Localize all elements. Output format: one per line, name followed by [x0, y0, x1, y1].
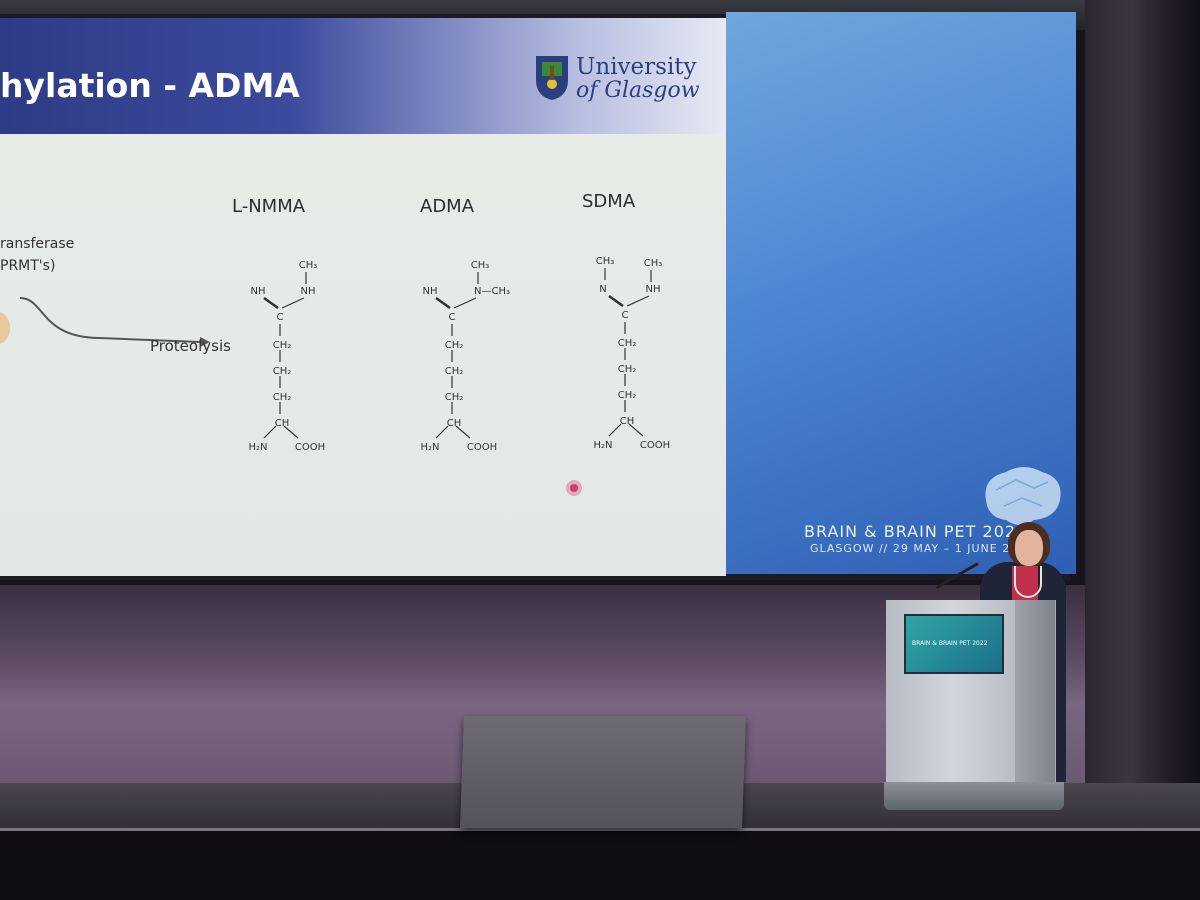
- podium-screen: BRAIN & BRAIN PET 2022: [904, 614, 1004, 674]
- amino-label: H₂N: [248, 442, 267, 453]
- molecule-diagram: CH₃ CH₃ N NH C CH₂ CH₂ CH₂ CH H₂N COOH: [593, 256, 670, 451]
- chain-group-label: CH: [620, 416, 635, 427]
- bond-line: [435, 425, 449, 439]
- molecule-diagram: CH₃ NH NH C CH₂ CH₂ CH₂ CH H₂N COOH: [248, 260, 325, 453]
- bond-line: [263, 296, 279, 310]
- curtain-shadow: [1128, 0, 1200, 790]
- slide-conference-panel: BRAIN & BRAIN PET 202 GLASGOW // 29 MAY …: [726, 12, 1076, 574]
- bond-line: [453, 297, 477, 309]
- slide-title: hylation - ADMA: [0, 66, 300, 105]
- amine-label-left: N: [599, 284, 606, 295]
- bond-line: [283, 425, 299, 439]
- chain-group-label: CH₂: [273, 340, 292, 351]
- carboxyl-label: COOH: [467, 442, 497, 453]
- slide-header: [0, 18, 726, 134]
- amine-label-left: NH: [423, 286, 438, 297]
- proteolysis-label: Proteolysis: [150, 337, 231, 355]
- amine-label-right: NH: [301, 286, 316, 297]
- carboxyl-label: COOH: [295, 442, 325, 453]
- molecule-name-sdma: SDMA: [582, 191, 636, 212]
- methyl-label-top: CH₃: [644, 258, 663, 269]
- methyl-label-left: CH₃: [596, 256, 615, 267]
- bond-line: [281, 297, 305, 309]
- enzyme-label: ransferase: [0, 236, 75, 252]
- speaker-lanyard: [1014, 566, 1042, 598]
- brain-logo-icon: [985, 467, 1061, 525]
- amine-methyl-label: N—CH₃: [474, 286, 510, 297]
- chain-group-label: CH₂: [618, 390, 637, 401]
- chain-group-label: CH₂: [273, 392, 292, 403]
- bond-line: [263, 425, 277, 439]
- methyl-label-top: CH₃: [471, 260, 490, 271]
- molecule-name-adma: ADMA: [420, 196, 475, 217]
- university-crest-icon: [536, 56, 568, 100]
- bond-line: [608, 423, 622, 437]
- chain-group-label: CH₂: [445, 392, 464, 403]
- amino-label: H₂N: [420, 442, 439, 453]
- university-name-line1: University: [576, 54, 697, 80]
- bond-line: [608, 294, 624, 308]
- molecule-structure-sdma: CH₃ CH₃ N NH C CH₂ CH₂ CH₂ CH H₂N COOH: [585, 234, 705, 451]
- chain-group-label: CH₂: [273, 366, 292, 377]
- stage-monitor: [460, 716, 746, 828]
- conference-dates: GLASGOW // 29 MAY – 1 JUNE 20: [810, 542, 1019, 555]
- central-carbon-label: C: [449, 312, 456, 323]
- amino-label: H₂N: [593, 440, 612, 451]
- podium-base: [884, 782, 1064, 810]
- chain-group-label: CH: [447, 418, 462, 429]
- podium-side: [1015, 600, 1055, 790]
- stage-edge: [0, 828, 1200, 831]
- university-name-line2: of Glasgow: [576, 78, 700, 103]
- amine-label-left: NH: [251, 286, 266, 297]
- speaker-face: [1015, 530, 1043, 566]
- chain-group-label: CH₂: [618, 364, 637, 375]
- molecule-structure-lnmma: CH₃ NH NH C CH₂ CH₂ CH₂ CH H₂N COOH: [240, 236, 360, 453]
- chain-group-label: CH: [275, 418, 290, 429]
- amine-label-right: NH: [646, 284, 661, 295]
- conference-name: BRAIN & BRAIN PET 202: [804, 522, 1017, 541]
- chain-group-label: CH₂: [445, 340, 464, 351]
- bond-line: [628, 423, 644, 437]
- molecule-structure-adma: CH₃ NH N—CH₃ C CH₂ CH₂ CH₂ CH H₂N COOH: [412, 236, 532, 453]
- central-carbon-label: C: [622, 310, 629, 321]
- bond-line: [435, 296, 451, 310]
- methyl-label-top: CH₃: [299, 260, 318, 271]
- enzyme-abbrev-label: PRMT's): [0, 258, 56, 274]
- presentation-slide: hylation - ADMA University of Glasgow ra…: [0, 18, 726, 576]
- bond-line: [626, 295, 650, 307]
- proteolysis-arrow: [0, 297, 210, 347]
- podium-screen-text: BRAIN & BRAIN PET 2022: [912, 640, 988, 647]
- chain-group-label: CH₂: [618, 338, 637, 349]
- university-logo: University of Glasgow: [534, 54, 704, 106]
- laser-pointer-dot: [566, 480, 582, 496]
- audience-pit: [0, 831, 1200, 900]
- molecule-diagram: CH₃ NH N—CH₃ C CH₂ CH₂ CH₂ CH H₂N COOH: [420, 260, 510, 453]
- molecule-name-lnmma: L-NMMA: [232, 196, 306, 217]
- carboxyl-label: COOH: [640, 440, 670, 451]
- bond-line: [455, 425, 471, 439]
- chain-group-label: CH₂: [445, 366, 464, 377]
- central-carbon-label: C: [277, 312, 284, 323]
